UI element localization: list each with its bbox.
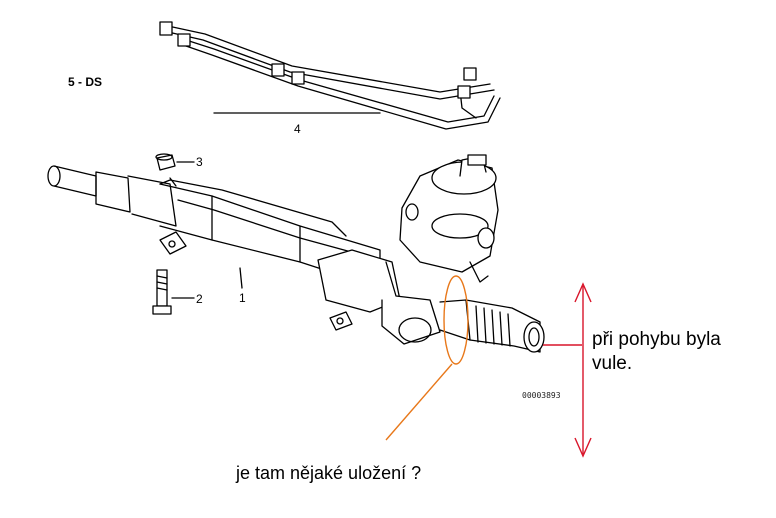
hydraulic-pipe-set (159, 21, 501, 130)
orange-marker (385, 275, 469, 441)
steering-rack-housing (47, 154, 545, 353)
drawing-number: 00003893 (522, 391, 561, 400)
movement-arrow (543, 282, 592, 458)
play-note-text: při pohybu byla vule. (592, 329, 721, 374)
nut-part (155, 153, 176, 171)
question-note-text: je tam nějaké uložení ? (236, 463, 422, 483)
callout-rack-housing: 1 (239, 291, 246, 305)
callout-nut: 3 (196, 155, 203, 169)
section-code-label: 5 - DS (68, 75, 103, 89)
callout-pipe-set: 4 (294, 122, 301, 136)
callout-bolt: 2 (196, 292, 203, 306)
bolt-part (152, 269, 172, 315)
housing-leader-line (239, 267, 243, 289)
